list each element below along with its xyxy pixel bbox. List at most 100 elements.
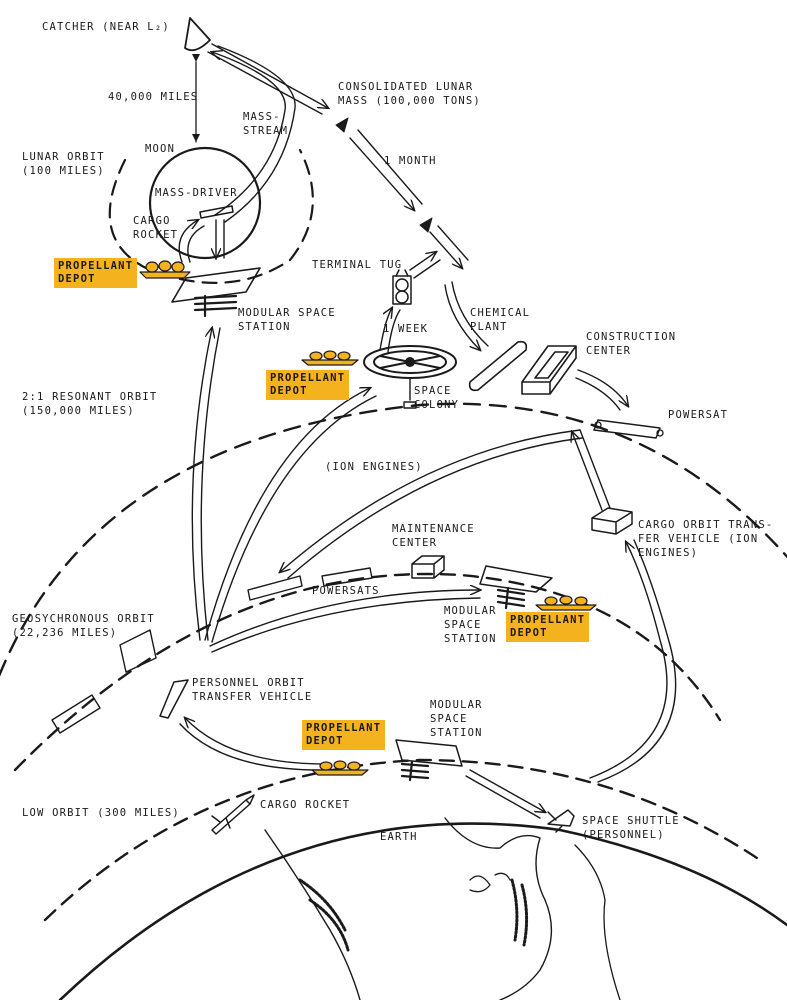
- geo-station-modules: [496, 586, 526, 610]
- moon-body: [148, 146, 262, 260]
- otv-to-geo-arrow: [209, 590, 480, 647]
- earth-coast: [574, 844, 621, 1000]
- cargo-otv-icon: [591, 507, 633, 535]
- propellant-depot-low: PROPELLANT DEPOT: [302, 720, 386, 750]
- low-orbit-path: [43, 758, 762, 922]
- station-to-shuttle-arrow: [469, 769, 545, 812]
- one-month-arrow-2: [357, 129, 423, 205]
- low-orbit-label: LOW ORBIT (300 MILES): [22, 807, 180, 819]
- distance-label: 40,000 MILES: [108, 91, 199, 103]
- mass-stream-arrow-2: [217, 45, 296, 223]
- otv-to-colony-arrow-2: [211, 395, 377, 643]
- terminal-tug-arrow: [379, 308, 392, 351]
- construction-to-powersat-arrow-2: [575, 377, 621, 411]
- catcher-label: CATCHER (NEAR L₂): [42, 21, 170, 33]
- mass-to-plant-arrow-2: [451, 281, 489, 347]
- consolidated-mass-label: CONSOLIDATED LUNAR MASS (100,000 TONS): [338, 81, 481, 107]
- lunar-orbit-label: LUNAR ORBIT (100 MILES): [22, 151, 105, 177]
- personnel-otv-icon: [159, 679, 189, 719]
- personnel-otv-label: PERSONNEL ORBIT TRANSFER VEHICLE: [192, 677, 313, 703]
- lunar-mass-icon: [335, 117, 349, 133]
- powersat-geo-icon-4: [51, 694, 101, 734]
- chemical-plant-label: CHEMICAL PLANT: [470, 307, 531, 333]
- chemical-plant-icon: [468, 340, 528, 392]
- lunar-orbit-path: [108, 148, 314, 284]
- lunar-station-modules: [193, 294, 238, 318]
- catcher-to-mass-arrow: [211, 43, 328, 108]
- geo-station-panel: [479, 565, 553, 593]
- powersats-label: POWERSATS: [312, 585, 380, 597]
- terminal-tug-icon: [392, 269, 412, 305]
- resonant-orbit-path: [0, 402, 787, 677]
- cargo-rocket-arrow-2: [187, 225, 205, 263]
- low-to-otv-arrow: [185, 718, 331, 765]
- propellant-depot-geo: PROPELLANT DEPOT: [506, 612, 590, 642]
- otv-to-lunar-arrow: [191, 328, 212, 641]
- construction-to-powersat-arrow: [577, 369, 628, 406]
- powersat-geo-icon: [247, 575, 303, 601]
- space-colony-icon: [363, 345, 457, 409]
- construction-center-icon: [521, 345, 577, 395]
- earth-mountains: [510, 878, 529, 947]
- catcher-to-mass-arrow-2: [207, 51, 323, 115]
- geo-orbit-path: [13, 572, 722, 772]
- one-month-label: 1 MONTH: [384, 155, 437, 167]
- low-to-otv-arrow-2: [179, 723, 331, 771]
- resonant-orbit-label: 2:1 RESONANT ORBIT (150,000 MILES): [22, 391, 158, 417]
- one-week-label: 1 WEEK: [383, 323, 429, 335]
- geo-orbit-label: GEOSYCHRONOUS ORBIT (22,236 MILES): [12, 613, 155, 639]
- earth-continent: [444, 817, 553, 1000]
- one-month-arrow-3: [429, 231, 462, 268]
- low-depot-tanks: [311, 760, 369, 776]
- powersat-label: POWERSAT: [668, 409, 729, 421]
- propellant-depot-resonant: PROPELLANT DEPOT: [266, 370, 350, 400]
- low-station-modules: [400, 760, 430, 782]
- lunar-mass-icon: [419, 217, 433, 233]
- propellant-depot-lunar: PROPELLANT DEPOT: [54, 258, 138, 288]
- otv-to-geo-arrow-2: [211, 597, 481, 653]
- construction-center-label: CONSTRUCTION CENTER: [586, 331, 677, 357]
- mass-stream-arrow: [212, 52, 286, 216]
- powersat-geo-icon-2: [321, 567, 373, 587]
- space-shuttle-icon: [547, 809, 575, 833]
- ion-engines-arrow-2: [287, 437, 583, 579]
- tug-to-mass-arrow: [409, 252, 436, 271]
- lunar-station-panel: [171, 267, 261, 303]
- cargo-otv-label: CARGO ORBIT TRANS- FER VEHICLE (ION ENGI…: [638, 519, 774, 559]
- lunar-depot-tanks: [139, 260, 191, 279]
- low-station-panel: [395, 739, 463, 767]
- cargo-otv-return-arrow-2: [597, 539, 677, 783]
- cargo-rocket-icon: [211, 794, 255, 835]
- mass-stream-label: MASS- STREAM: [243, 111, 289, 137]
- resonant-depot-tanks: [301, 350, 359, 366]
- cargo-rocket-lunar-label: CARGO ROCKET: [133, 215, 179, 241]
- earth-coast: [298, 878, 350, 952]
- tug-to-mass-arrow-2: [413, 259, 441, 279]
- cargo-otv-up-arrow: [572, 432, 603, 511]
- otv-to-colony-arrow: [204, 388, 370, 641]
- earth-label: EARTH: [380, 831, 418, 843]
- lunar-station-label: MODULAR SPACE STATION: [238, 307, 336, 333]
- otv-to-lunar-arrow-2: [200, 327, 221, 641]
- earth-limb: [58, 822, 787, 1000]
- mass-to-plant-arrow: [444, 284, 480, 350]
- cargo-otv-return-arrow: [589, 542, 668, 779]
- space-shuttle-label: SPACE SHUTTLE (PERSONNEL): [582, 815, 680, 841]
- cargo-rocket-arrow: [178, 220, 198, 263]
- maintenance-center-label: MAINTENANCE CENTER: [392, 523, 475, 549]
- moon-label: MOON: [145, 143, 176, 155]
- station-to-shuttle-arrow-2: [465, 775, 541, 819]
- terminal-tug-label: TERMINAL TUG: [312, 259, 403, 271]
- cargo-otv-up-arrow-2: [579, 429, 611, 509]
- earth-continent: [264, 829, 361, 1000]
- one-month-arrow-4: [437, 225, 469, 261]
- mass-driver-track: [199, 205, 234, 219]
- ion-engines-label: (ION ENGINES): [325, 461, 423, 473]
- mass-driver-label: MASS-DRIVER: [155, 187, 238, 199]
- cargo-rocket-low-label: CARGO ROCKET: [260, 799, 351, 811]
- one-month-arrow: [349, 137, 414, 210]
- maintenance-center-icon: [411, 555, 445, 579]
- space-colony-label: SPACE COLONY: [414, 385, 460, 411]
- low-station-label: MODULAR SPACE STATION: [430, 699, 483, 739]
